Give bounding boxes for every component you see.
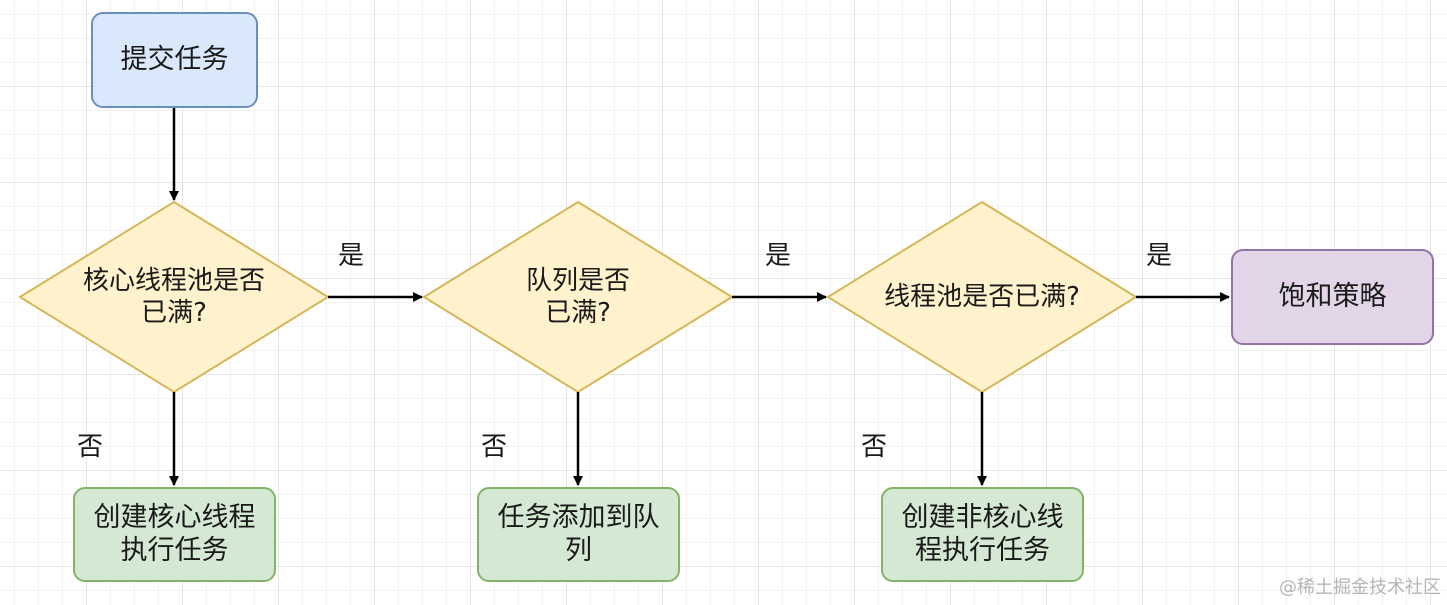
- node-submit-task: 提交任务: [91, 12, 258, 108]
- node-create-core-thread: 创建核心线程 执行任务: [73, 487, 276, 582]
- edge-label-yes-core: 是: [338, 241, 365, 271]
- edge-label-no-pool: 否: [861, 432, 888, 462]
- node-saturation-policy: 饱和策略: [1231, 249, 1434, 345]
- watermark-text: @稀土掘金技术社区: [1279, 577, 1441, 598]
- edge-label-yes-queue: 是: [765, 241, 792, 271]
- node-saturation-policy-label: 饱和策略: [1278, 280, 1387, 312]
- node-submit-task-label: 提交任务: [120, 43, 229, 75]
- node-add-to-queue-label: 任务添加到队 列: [497, 502, 660, 566]
- diamond-check-queue-label: 队列是否 已满?: [525, 265, 630, 329]
- edge-label-yes-pool: 是: [1146, 241, 1173, 271]
- node-add-to-queue: 任务添加到队 列: [477, 487, 680, 582]
- diamond-check-pool-label: 线程池是否已满?: [884, 281, 1080, 312]
- node-create-noncore-thread: 创建非核心线 程执行任务: [881, 487, 1084, 582]
- edge-label-no-core: 否: [77, 432, 104, 462]
- node-create-core-thread-label: 创建核心线程 执行任务: [93, 502, 256, 566]
- edge-label-no-queue: 否: [481, 432, 508, 462]
- diamond-check-core-label: 核心线程池是否 已满?: [82, 265, 265, 329]
- node-create-noncore-thread-label: 创建非核心线 程执行任务: [901, 502, 1064, 566]
